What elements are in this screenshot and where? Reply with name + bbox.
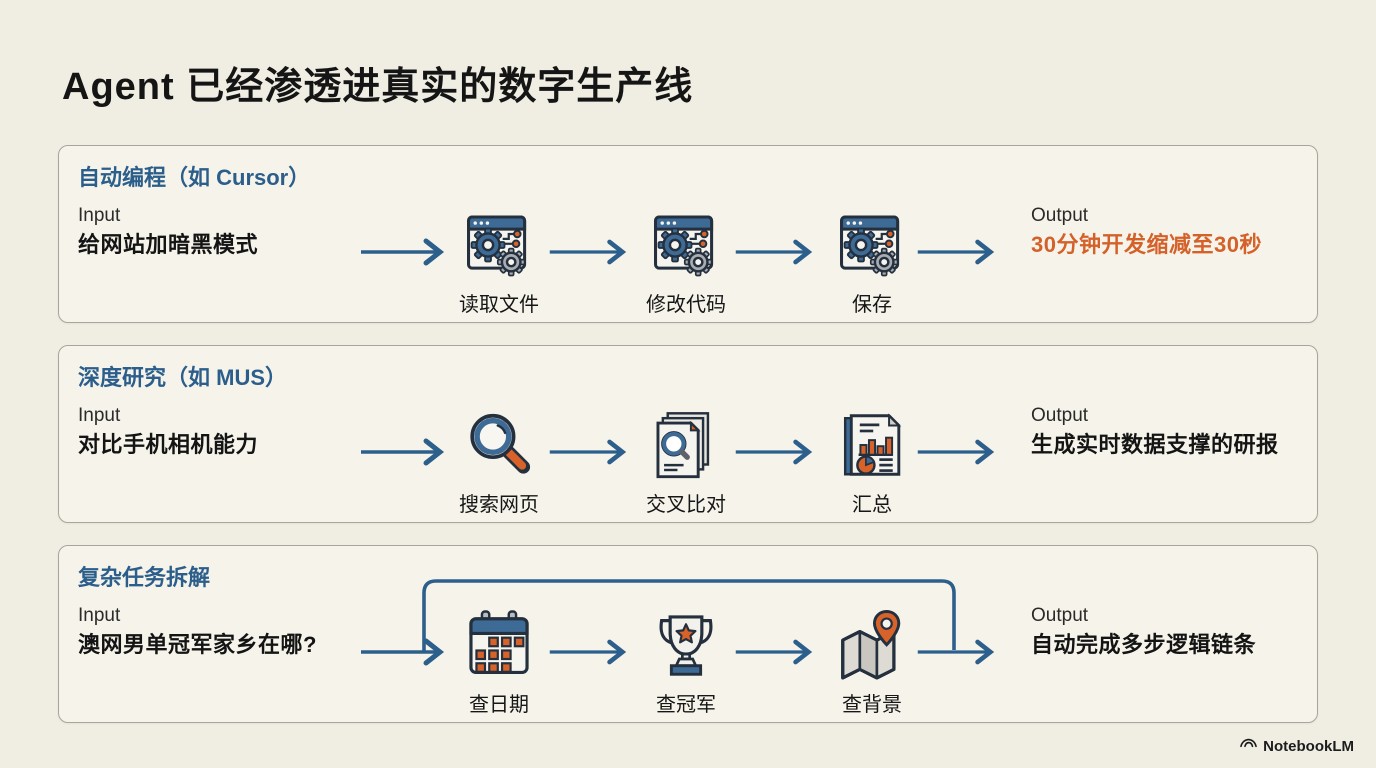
output-label: Output (1031, 405, 1089, 426)
output-value: 生成实时数据支撑的研报 (1031, 432, 1279, 457)
calendar-icon (460, 606, 538, 684)
input-block: Input 澳网男单冠军家乡在哪? (78, 603, 378, 660)
stacked-documents-icon (647, 406, 725, 484)
flow-arrow-icon (915, 436, 1007, 468)
magnifier-icon (460, 406, 538, 484)
flow-arrow-icon (733, 236, 825, 268)
brand: NotebookLM (1239, 734, 1354, 758)
flow-arrow-icon (358, 436, 458, 468)
flow-arrow-icon (733, 636, 825, 668)
input-value: 对比手机相机能力 (78, 432, 259, 457)
flow-arrow-icon (915, 636, 1007, 668)
step-label: 查背景 (842, 694, 902, 716)
brand-name: NotebookLM (1263, 737, 1354, 755)
input-block: Input 给网站加暗黑模式 (78, 203, 378, 260)
notebooklm-logo-icon (1239, 734, 1258, 758)
output-value: 自动完成多步逻辑链条 (1031, 632, 1257, 657)
flow-arrow-icon (547, 636, 639, 668)
flow-arrow-icon (733, 436, 825, 468)
flow-arrow-icon (358, 636, 458, 668)
panel-title: 复杂任务拆解 (78, 565, 211, 590)
input-block: Input 对比手机相机能力 (78, 403, 378, 460)
flow-arrow-icon (547, 436, 639, 468)
panel-auto-coding: 自动编程（如 Cursor） Input 给网站加暗黑模式 读取文件 修改代码 … (58, 145, 1318, 323)
trophy-icon (647, 606, 725, 684)
browser-gears-icon (647, 206, 725, 284)
browser-gears-icon (833, 206, 911, 284)
panel-title: 自动编程（如 Cursor） (78, 165, 311, 190)
step-label: 查日期 (469, 694, 529, 716)
output-label: Output (1031, 605, 1089, 626)
input-label: Input (78, 205, 121, 226)
flow-arrow-icon (915, 236, 1007, 268)
browser-gears-icon (460, 206, 538, 284)
output-label: Output (1031, 205, 1089, 226)
panel-task-decomposition: 复杂任务拆解 Input 澳网男单冠军家乡在哪? 查日期 查冠军 查背景 Out… (58, 545, 1318, 723)
step-label: 搜索网页 (459, 494, 539, 516)
output-block: Output 生成实时数据支撑的研报 (1031, 403, 1317, 460)
step-label: 修改代码 (646, 294, 726, 316)
flow-arrow-icon (358, 236, 458, 268)
step-label: 读取文件 (459, 294, 539, 316)
input-value: 给网站加暗黑模式 (78, 232, 259, 257)
step-label: 查冠军 (656, 694, 716, 716)
output-value: 30分钟开发缩减至30秒 (1031, 232, 1262, 257)
output-block: Output 30分钟开发缩减至30秒 (1031, 203, 1317, 260)
report-chart-icon (833, 406, 911, 484)
panel-deep-research: 深度研究（如 MUS） Input 对比手机相机能力 搜索网页 交叉比对 汇总 … (58, 345, 1318, 523)
step-label: 汇总 (852, 494, 892, 516)
input-label: Input (78, 405, 121, 426)
output-block: Output 自动完成多步逻辑链条 (1031, 603, 1317, 660)
flow-arrow-icon (547, 236, 639, 268)
page-title: Agent 已经渗透进真实的数字生产线 (62, 66, 694, 108)
input-label: Input (78, 605, 121, 626)
step-label: 保存 (852, 294, 892, 316)
input-value: 澳网男单冠军家乡在哪? (78, 632, 317, 657)
panel-title: 深度研究（如 MUS） (78, 365, 288, 390)
map-pin-icon (833, 606, 911, 684)
step-label: 交叉比对 (646, 494, 726, 516)
